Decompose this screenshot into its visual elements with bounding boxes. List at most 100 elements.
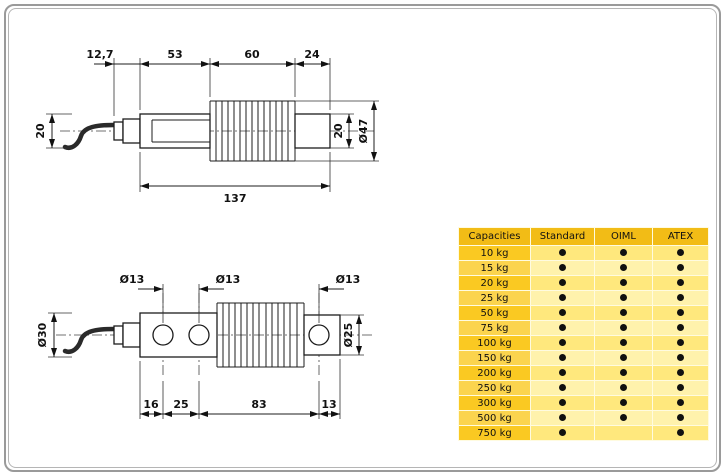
dimension-left-height: 20 (34, 113, 72, 149)
atex-cell (652, 380, 709, 396)
oiml-cell (594, 335, 653, 351)
capacity-cell: 50 kg (458, 305, 531, 321)
atex-cell (652, 425, 709, 441)
table-row: 500 kg (458, 410, 709, 426)
atex-cell (652, 320, 709, 336)
dim-left-height: 20 (34, 123, 47, 139)
atex-cell (652, 410, 709, 426)
oiml-cell (594, 365, 653, 381)
capacity-cell: 25 kg (458, 290, 531, 306)
standard-cell (530, 275, 595, 291)
availability-dot (559, 294, 566, 301)
oiml-cell (594, 275, 653, 291)
availability-dot (559, 249, 566, 256)
availability-dot (620, 339, 627, 346)
dim-seg1: 16 (143, 398, 159, 411)
capacity-cell: 750 kg (458, 425, 531, 441)
dimension-right-height: 20 (330, 113, 354, 149)
dim-total-length: 137 (224, 192, 247, 205)
dim-hole1-diameter: Ø13 (120, 273, 145, 286)
dimension-lines-top: 12,7 53 60 24 (86, 48, 331, 116)
availability-dot (559, 369, 566, 376)
standard-cell (530, 365, 595, 381)
dim-hole2-diameter: Ø13 (216, 273, 241, 286)
table-row: 50 kg (458, 305, 709, 321)
dim-body-length: 53 (167, 48, 182, 61)
dimension-total-length: 137 (139, 152, 331, 205)
capacity-cell: 75 kg (458, 320, 531, 336)
table-header-oiml: OIML (594, 227, 653, 246)
standard-cell (530, 245, 595, 261)
table-header-capacities: Capacities (458, 227, 531, 246)
dim-seg3: 83 (251, 398, 266, 411)
capacity-cell: 150 kg (458, 350, 531, 366)
availability-dot (677, 369, 684, 376)
dim-cable-gland-length: 12,7 (86, 48, 113, 61)
availability-dot (620, 384, 627, 391)
end-block (294, 113, 331, 149)
availability-dot (620, 369, 627, 376)
oiml-cell (594, 425, 653, 441)
availability-dot (620, 309, 627, 316)
availability-dot (677, 354, 684, 361)
dim-left-diameter: Ø30 (36, 322, 49, 347)
table-row: 300 kg (458, 395, 709, 411)
availability-dot (677, 249, 684, 256)
standard-cell (530, 260, 595, 276)
availability-dot (620, 294, 627, 301)
atex-cell (652, 260, 709, 276)
availability-dot (559, 309, 566, 316)
cable (62, 122, 117, 150)
standard-cell (530, 350, 595, 366)
table-row: 10 kg (458, 245, 709, 261)
technical-drawing-side-view: 12,7 53 60 24 20 20 Ø47 137 (34, 48, 379, 205)
table-header-row: Capacities Standard OIML ATEX (458, 227, 709, 246)
atex-cell (652, 245, 709, 261)
standard-cell (530, 380, 595, 396)
availability-dot (620, 324, 627, 331)
availability-dot (559, 414, 566, 421)
table-row: 20 kg (458, 275, 709, 291)
availability-dot (677, 324, 684, 331)
load-cell-body (139, 312, 218, 358)
standard-cell (530, 410, 595, 426)
table-header-atex: ATEX (652, 227, 709, 246)
capacity-cell: 300 kg (458, 395, 531, 411)
dim-bellows-length: 60 (244, 48, 260, 61)
availability-dot (677, 264, 684, 271)
oiml-cell (594, 320, 653, 336)
dim-seg4: 13 (321, 398, 336, 411)
cable-gland (113, 322, 141, 348)
availability-dot (620, 399, 627, 406)
table-row: 750 kg (458, 425, 709, 441)
table-row: 15 kg (458, 260, 709, 276)
table-row: 100 kg (458, 335, 709, 351)
capacity-cell: 200 kg (458, 365, 531, 381)
dimension-outer-diameter: Ø47 (295, 100, 379, 162)
dim-right-height: 20 (332, 123, 345, 139)
availability-dot (559, 279, 566, 286)
oiml-cell (594, 245, 653, 261)
availability-dot (559, 264, 566, 271)
bellows (209, 100, 296, 162)
capacity-cell: 250 kg (458, 380, 531, 396)
oiml-cell (594, 290, 653, 306)
table-row: 75 kg (458, 320, 709, 336)
end-block (303, 314, 341, 356)
oiml-cell (594, 410, 653, 426)
dimension-lines-bottom: 16 25 83 13 (139, 359, 341, 419)
availability-dot (677, 429, 684, 436)
availability-dot (677, 399, 684, 406)
cable (62, 326, 117, 354)
atex-cell (652, 290, 709, 306)
table-row: 250 kg (458, 380, 709, 396)
availability-dot (620, 249, 627, 256)
atex-cell (652, 275, 709, 291)
bellows (216, 302, 305, 368)
availability-dot (559, 339, 566, 346)
cable-gland (113, 118, 141, 144)
atex-cell (652, 365, 709, 381)
table-row: 25 kg (458, 290, 709, 306)
capacity-cell: 500 kg (458, 410, 531, 426)
technical-drawing-plan-view: Ø13 Ø13 Ø13 Ø30 Ø25 16 25 83 13 (36, 273, 374, 419)
